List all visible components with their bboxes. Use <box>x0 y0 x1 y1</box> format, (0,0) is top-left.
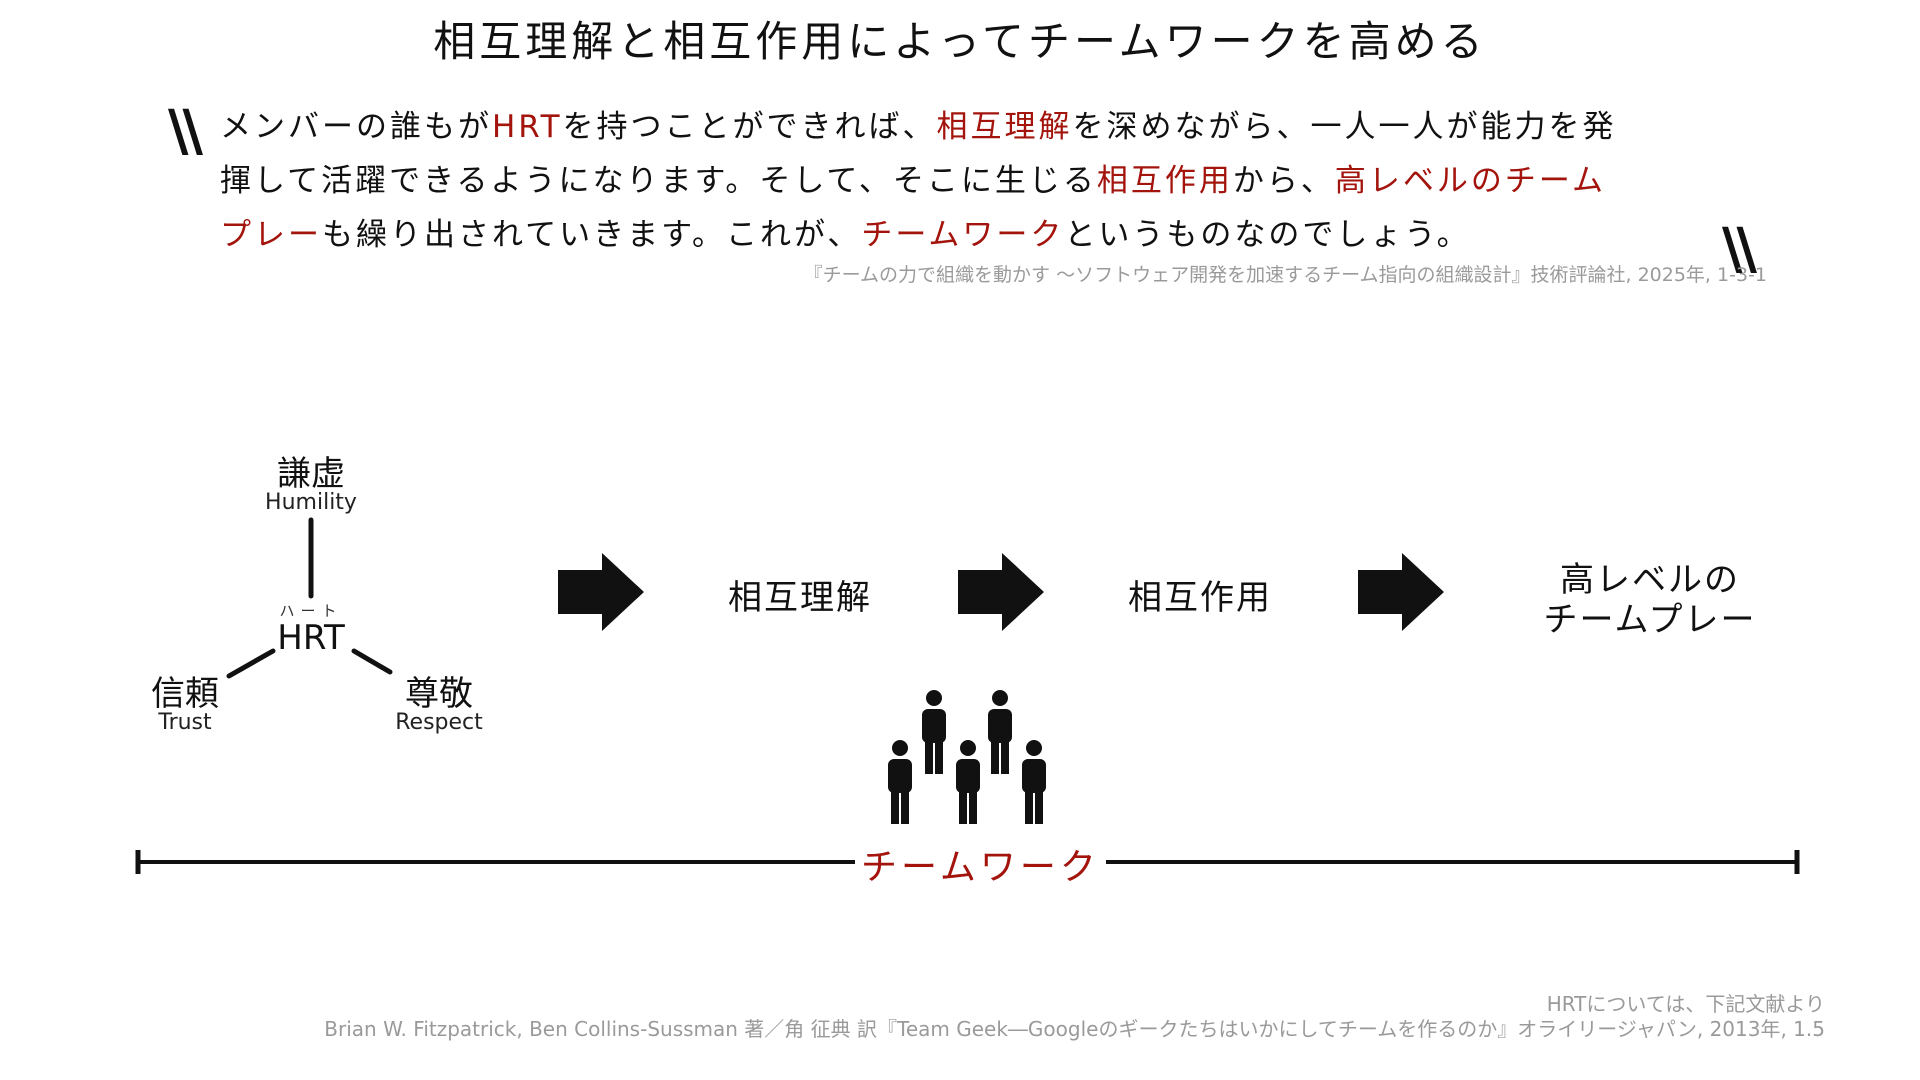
page-title: 相互理解と相互作用によってチームワークを高める <box>433 17 1487 66</box>
quote-highlight: チームワーク <box>861 217 1065 253</box>
hrt-respect-en: Respect <box>395 710 483 735</box>
quote-text: も繰り出されていきます。これが、 <box>322 217 862 253</box>
quote-text: を持つことができれば、 <box>562 109 937 145</box>
quote-source: 『チームの力で組織を動かす 〜ソフトウェア開発を加速するチーム指向の組織設計』技… <box>803 264 1767 286</box>
quote-text: から、 <box>1232 163 1335 199</box>
footnote-line-1: HRTについては、下記文献より <box>1546 992 1825 1016</box>
quote-highlight: 相互作用 <box>1096 163 1233 199</box>
hrt-humility-en: Humility <box>265 490 357 515</box>
hrt-trust-en: Trust <box>158 710 212 735</box>
hrt-ruby: ハート <box>279 602 343 620</box>
quote-text: メンバーの誰もが <box>220 109 492 145</box>
arrow-right-icon <box>558 553 644 631</box>
quote-highlight: 相互理解 <box>936 109 1073 145</box>
hrt-respect-label: 尊敬 <box>405 674 473 714</box>
hrt-trust-label: 信頼 <box>151 674 219 714</box>
hrt-spoke-trust <box>226 648 276 679</box>
teamwork-label: チームワーク <box>855 838 1106 890</box>
flow-step-interaction: 相互作用 <box>1128 578 1272 618</box>
hrt-spoke-respect <box>351 648 393 675</box>
arrow-right-icon <box>1358 553 1444 631</box>
quote-line-2: 揮して活躍できるようになります。そして、そこに生じる相互作用から、高レベルのチー… <box>220 154 1700 208</box>
flow-step-high-level-teamplay-line1: 高レベルの <box>1560 560 1740 600</box>
flow-step-high-level-teamplay-line2: チームプレー <box>1543 600 1757 640</box>
quote-highlight: 高レベルのチーム <box>1334 163 1606 199</box>
quote-text: 揮して活躍できるようになります。そして、そこに生じる <box>220 163 1097 199</box>
arrow-right-icon <box>958 553 1044 631</box>
flow-step-mutual-understanding: 相互理解 <box>728 578 872 618</box>
quote-text: を深めながら、一人一人が能力を発 <box>1072 109 1617 145</box>
hrt-humility-label: 謙虚 <box>277 454 345 494</box>
quote-highlight: プレー <box>220 217 322 253</box>
quote-text: というものなのでしょう。 <box>1064 217 1471 253</box>
footnote-line-2: Brian W. Fitzpatrick, Ben Collins-Sussma… <box>324 1017 1825 1041</box>
quote-block: メンバーの誰もがHRTを持つことができれば、相互理解を深めながら、一人一人が能力… <box>220 100 1700 262</box>
quote-line-1: メンバーの誰もがHRTを持つことができれば、相互理解を深めながら、一人一人が能力… <box>220 100 1700 154</box>
people-group-icon <box>888 690 1046 824</box>
hrt-center-label: HRT <box>277 618 345 658</box>
quote-highlight: HRT <box>492 109 563 145</box>
quote-line-3: プレーも繰り出されていきます。これが、チームワークというものなのでしょう。 <box>220 208 1700 262</box>
